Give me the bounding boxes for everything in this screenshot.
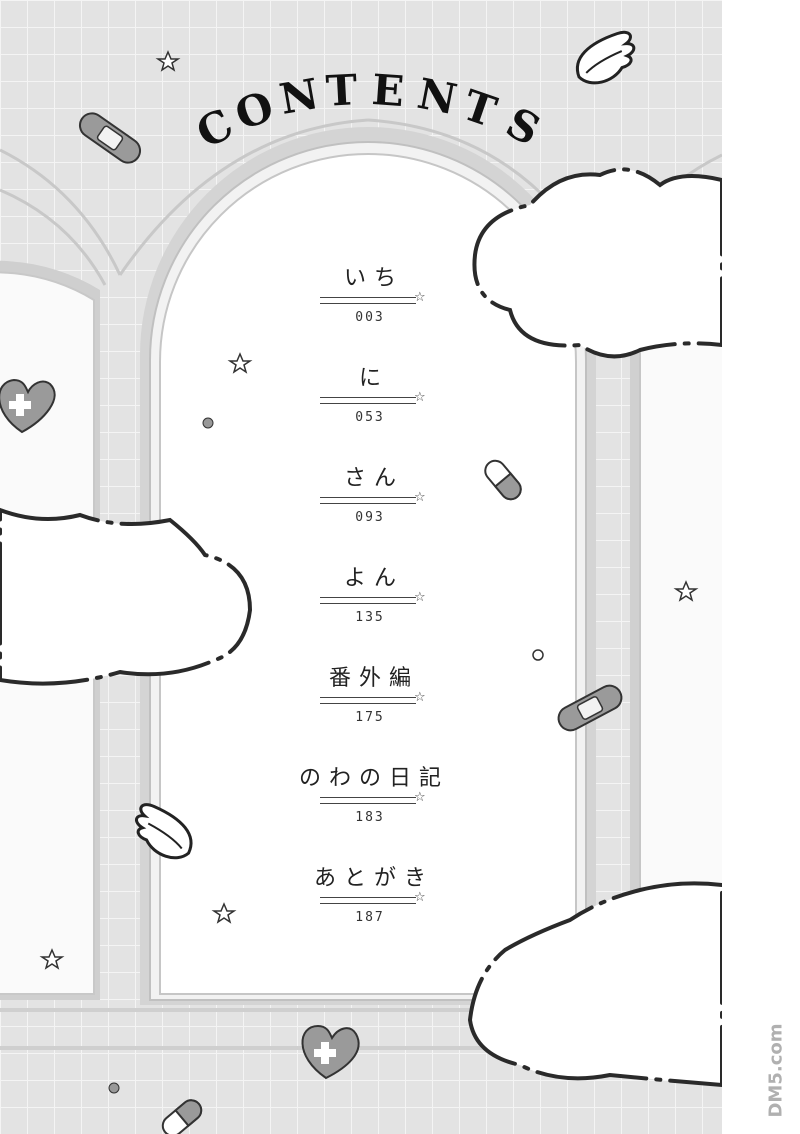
title-letter: O: [229, 81, 280, 140]
toc-entry[interactable]: 番外編 ☆ 175: [290, 660, 450, 750]
star-icon: ☆: [414, 890, 426, 905]
page-number: 093: [355, 510, 385, 525]
title-underline: [320, 797, 416, 804]
title-letter: T: [324, 65, 359, 116]
chapter-title: のわの日記: [298, 766, 449, 791]
cloud-icon: [467, 881, 722, 1088]
chapter-title: 番外編: [328, 666, 419, 691]
cloud-icon: [472, 167, 722, 359]
chapter-title: よん: [343, 566, 404, 591]
title-letter: E: [370, 64, 406, 117]
toc-entry[interactable]: に ☆ 053: [290, 360, 450, 450]
wing-icon: [576, 30, 636, 85]
background-artwork: [0, 30, 722, 1134]
toc-entry[interactable]: いち ☆ 003: [290, 260, 450, 350]
title-letter: T: [456, 80, 503, 137]
title-underline: [320, 697, 416, 704]
page-number: 183: [355, 810, 385, 825]
heart-icon: [0, 378, 56, 434]
dot-decorations: [108, 417, 544, 1094]
chapter-title: あとがき: [313, 866, 434, 891]
toc-entry[interactable]: よん ☆ 135: [290, 560, 450, 650]
star-icon: ☆: [414, 590, 426, 605]
title-letter: S: [498, 97, 549, 156]
contents-page: C O N T E N T S いち ☆ 003 に ☆ 053 さん ☆ 09…: [0, 0, 722, 1134]
title-underline: [320, 597, 416, 604]
star-icon: [39, 50, 699, 970]
star-icon: ☆: [414, 790, 426, 805]
star-icon: ☆: [414, 490, 426, 505]
page-number: 003: [355, 310, 385, 325]
toc-entry[interactable]: あとがき ☆ 187: [290, 860, 450, 950]
right-arch-window: [630, 247, 722, 1000]
page-number: 135: [355, 610, 385, 625]
title-underline: [320, 497, 416, 504]
bandage-icon: [557, 684, 623, 732]
chapter-title: に: [358, 366, 389, 391]
toc-entry[interactable]: さん ☆ 093: [290, 460, 450, 550]
title-underline: [320, 397, 416, 404]
star-icon: ☆: [414, 290, 426, 305]
title-letter: N: [413, 68, 461, 125]
cloud-icon: [0, 507, 253, 686]
pill-icon: [161, 1099, 203, 1134]
site-watermark: DM5.com: [752, 1020, 796, 1128]
title-underline: [320, 297, 416, 304]
star-icon: ☆: [414, 690, 426, 705]
heart-icon: [301, 1024, 360, 1080]
watermark-text: DM5.com: [765, 1023, 787, 1118]
title-underline: [320, 897, 416, 904]
star-icon: ☆: [414, 390, 426, 405]
page-number: 187: [355, 910, 385, 925]
contents-title: C O N T E N T S: [0, 0, 722, 200]
page-number: 053: [355, 410, 385, 425]
wing-icon: [135, 803, 193, 860]
chapter-title: いち: [343, 266, 404, 291]
chapter-title: さん: [343, 466, 404, 491]
toc-entry[interactable]: のわの日記 ☆ 183: [290, 760, 450, 850]
bandage-icon: [78, 112, 142, 164]
page-number: 175: [355, 710, 385, 725]
title-letter: N: [276, 69, 323, 124]
pill-icon: [484, 459, 522, 501]
